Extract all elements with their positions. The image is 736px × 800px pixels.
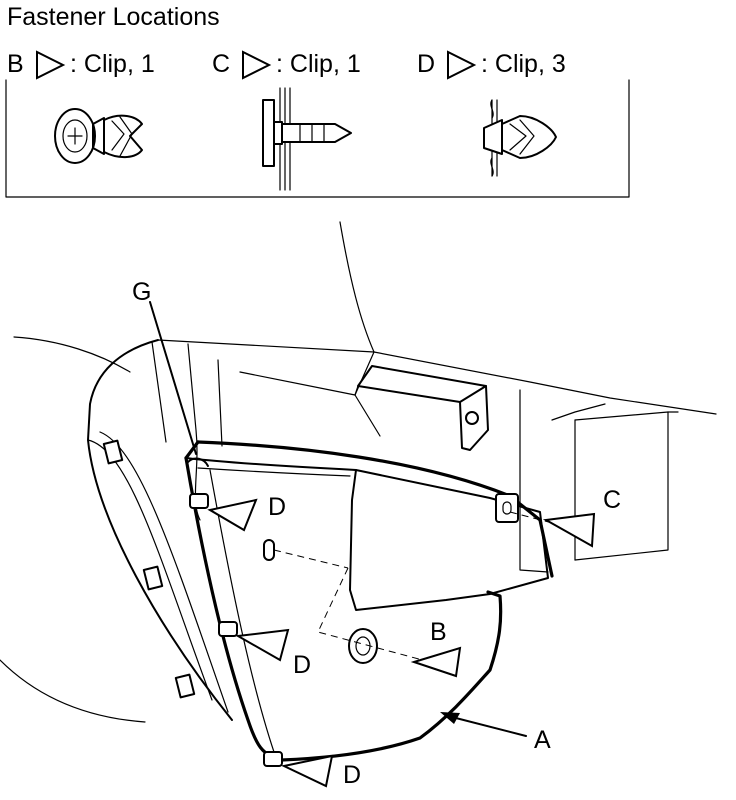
callout-d-lower: D [343,761,361,789]
clip-slot-c [495,493,519,523]
clip-slot-d1 [189,493,209,509]
clip-slot-oval [263,539,275,561]
marker-d3-icon [280,754,334,788]
legend-c-label: : Clip, 1 [276,50,361,78]
clip-b-icon [54,108,143,164]
inner-panel [349,469,549,611]
alignment-lines [273,511,565,663]
legend-b-letter: B [7,50,24,78]
clip-slots [187,457,519,767]
vehicle-body-outline [0,221,717,723]
legend-b-marker-icon [36,50,66,80]
legend-d-label: : Clip, 3 [481,50,566,78]
legend-c-marker-icon [242,50,272,80]
legend: B : Clip, 1 C : Clip, 1 D : Clip, 3 [7,50,566,80]
clip-slot-d3 [263,751,283,767]
trim-panel-a [184,440,554,762]
callout-g: G [132,278,151,306]
clip-d-icon [483,99,557,177]
marker-b-icon [410,646,462,678]
clip-markers [207,498,596,788]
callout-a: A [534,726,551,754]
callout-d-upper: D [268,493,286,521]
leader-lines [149,301,527,737]
legend-frame [5,79,630,198]
diagram-title: Fastener Locations [7,3,220,31]
legend-d-marker-icon [447,50,477,80]
callout-c: C [603,486,621,514]
callout-b: B [430,618,447,646]
legend-d-letter: D [417,50,435,78]
marker-c-icon [542,512,596,548]
clip-c-icon [262,87,352,191]
clip-slot-d2 [218,621,238,637]
marker-d2-icon [234,628,290,662]
clip-slot-g [187,457,209,467]
clip-hole-b [348,628,378,664]
bracket [354,365,489,451]
arrowhead-a [440,712,460,724]
legend-c-letter: C [212,50,230,78]
marker-d1-icon [207,498,258,532]
callout-d-middle: D [293,651,311,679]
legend-b-label: : Clip, 1 [70,50,155,78]
